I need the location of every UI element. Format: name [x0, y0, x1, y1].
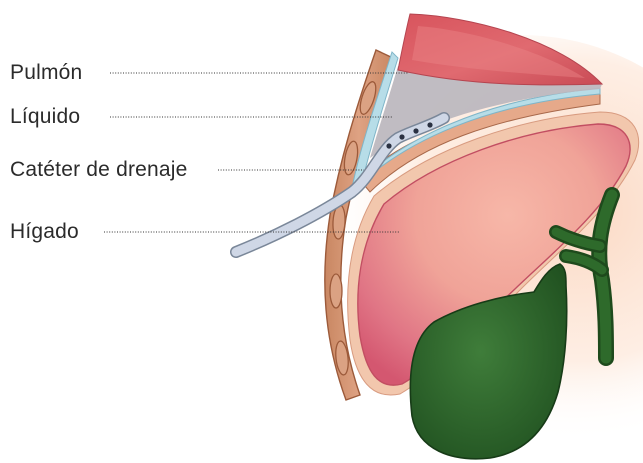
catheter-hole — [413, 128, 418, 133]
catheter-hole — [386, 143, 391, 148]
label-catheter: Catéter de drenaje — [10, 158, 188, 182]
label-fluid: Líquido — [10, 105, 80, 129]
rib — [330, 274, 342, 308]
label-lung: Pulmón — [10, 61, 82, 85]
catheter-hole — [399, 134, 404, 139]
label-liver: Hígado — [10, 220, 79, 244]
catheter-hole — [427, 122, 432, 127]
